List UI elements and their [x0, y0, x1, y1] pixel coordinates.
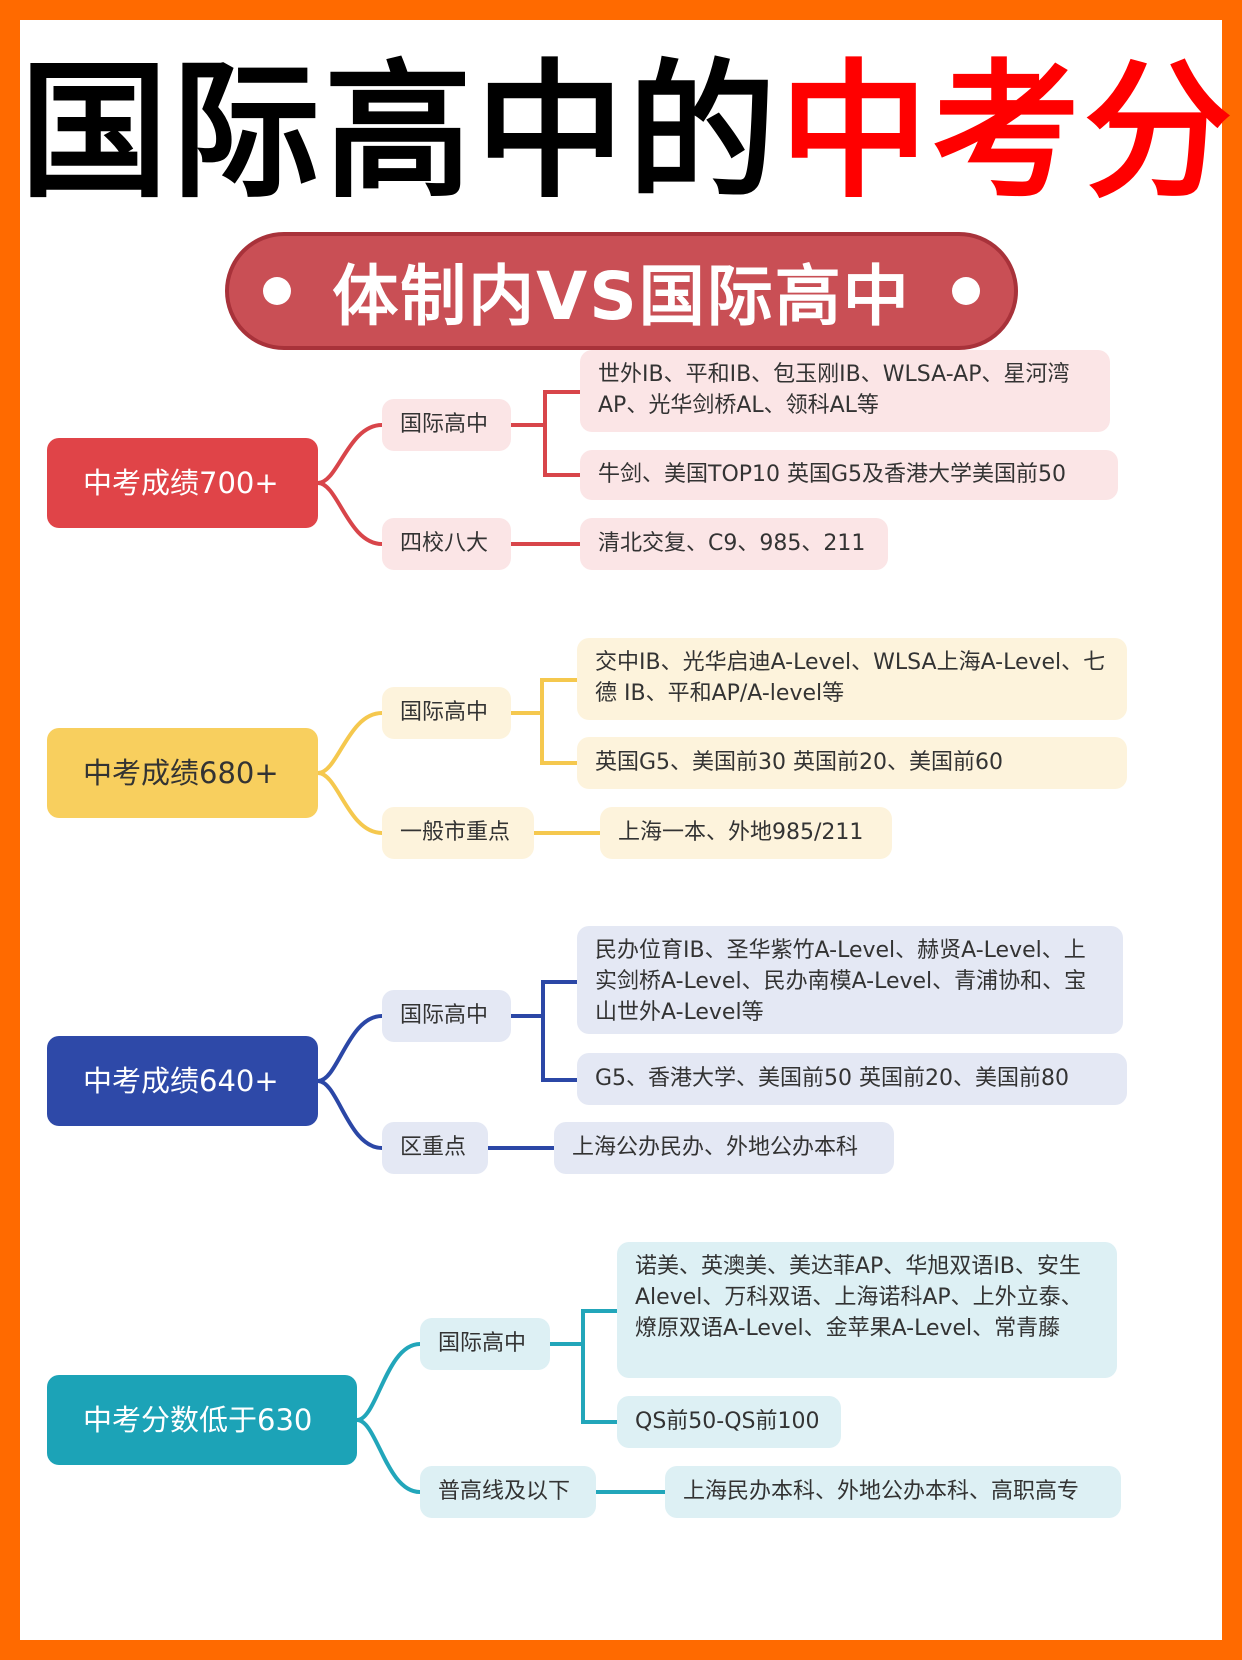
- branch-node-international: 国际高中: [382, 990, 511, 1042]
- leaf-node-domestic: 清北交复、C9、985、211: [580, 518, 888, 570]
- connector-main1-branch2: [316, 481, 384, 546]
- connector-branch1-leaf1: [548, 1309, 619, 1346]
- connector-main2-branch2: [316, 771, 384, 835]
- connector-branch1-leaf1: [509, 678, 579, 715]
- branch-node-international: 国际高中: [382, 399, 511, 451]
- branch-node-top-schools: 四校八大: [382, 518, 511, 570]
- connector-branch1-leaf2: [541, 1014, 579, 1082]
- connectors-group-1: [316, 390, 582, 546]
- leaf-node-schools: 交中IB、光华启迪A-Level、WLSA上海A-Level、七德 IB、平和A…: [577, 638, 1127, 720]
- left-dot-icon: [263, 277, 291, 305]
- leaf-node-schools: 世外IB、平和IB、包玉刚IB、WLSA-AP、星河湾AP、光华剑桥AL、领科A…: [580, 350, 1110, 432]
- main-node-700: 中考成绩700+: [47, 438, 318, 528]
- leaf-node-universities: 英国G5、美国前30 英国前20、美国前60: [577, 737, 1127, 789]
- leaf-node-domestic: 上海公办民办、外地公办本科: [554, 1122, 894, 1174]
- main-node-below-630: 中考分数低于630: [47, 1375, 357, 1465]
- title-black: 国际高中的: [20, 46, 780, 218]
- branch-node-international: 国际高中: [382, 687, 511, 739]
- branch-node-international: 国际高中: [420, 1318, 550, 1370]
- leaf-node-universities: QS前50-QS前100: [617, 1396, 841, 1448]
- page: 国际高中的中考分 体制内VS国际高中: [20, 20, 1232, 1640]
- main-node-640: 中考成绩640+: [47, 1036, 318, 1126]
- connectors-group-4: [355, 1309, 667, 1494]
- leaf-node-domestic: 上海一本、外地985/211: [600, 807, 892, 859]
- leaf-node-schools: 民办位育IB、圣华紫竹A-Level、赫贤A-Level、上实剑桥A-Level…: [577, 926, 1123, 1034]
- connector-main4-branch2: [355, 1418, 422, 1494]
- subtitle-text: 体制内VS国际高中: [332, 258, 911, 335]
- leaf-node-universities: 牛剑、美国TOP10 英国G5及香港大学美国前50: [580, 450, 1118, 500]
- connector-branch1-leaf1: [509, 390, 582, 427]
- connector-main3-branch1: [316, 1014, 384, 1083]
- connector-main3-branch2: [316, 1079, 384, 1150]
- branch-node-general: 普高线及以下: [420, 1466, 596, 1518]
- connector-branch1-leaf2: [540, 711, 579, 765]
- branch-node-district-key: 区重点: [382, 1122, 488, 1174]
- connector-lines: [316, 390, 667, 1494]
- branch-node-city-key: 一般市重点: [382, 807, 534, 859]
- title-red: 中考分: [780, 46, 1236, 218]
- leaf-node-domestic: 上海民办本科、外地公办本科、高职高专: [665, 1466, 1121, 1518]
- connector-branch1-leaf2: [581, 1342, 619, 1424]
- connector-main1-branch1: [316, 423, 384, 485]
- connector-branch1-leaf2: [543, 423, 582, 477]
- subtitle-banner: 体制内VS国际高中: [225, 232, 1018, 350]
- connector-branch1-leaf1: [509, 980, 579, 1018]
- leaf-node-universities: G5、香港大学、美国前50 英国前20、美国前80: [577, 1053, 1127, 1105]
- connectors-group-3: [316, 980, 579, 1150]
- right-dot-icon: [952, 277, 980, 305]
- connectors-group-2: [316, 678, 602, 835]
- leaf-node-schools: 诺美、英澳美、美达菲AP、华旭双语IB、安生Alevel、万科双语、上海诺科AP…: [617, 1242, 1117, 1378]
- main-node-680: 中考成绩680+: [47, 728, 318, 818]
- connector-main2-branch1: [316, 711, 384, 775]
- connector-main4-branch1: [355, 1342, 422, 1422]
- page-title: 国际高中的中考分: [20, 58, 1232, 206]
